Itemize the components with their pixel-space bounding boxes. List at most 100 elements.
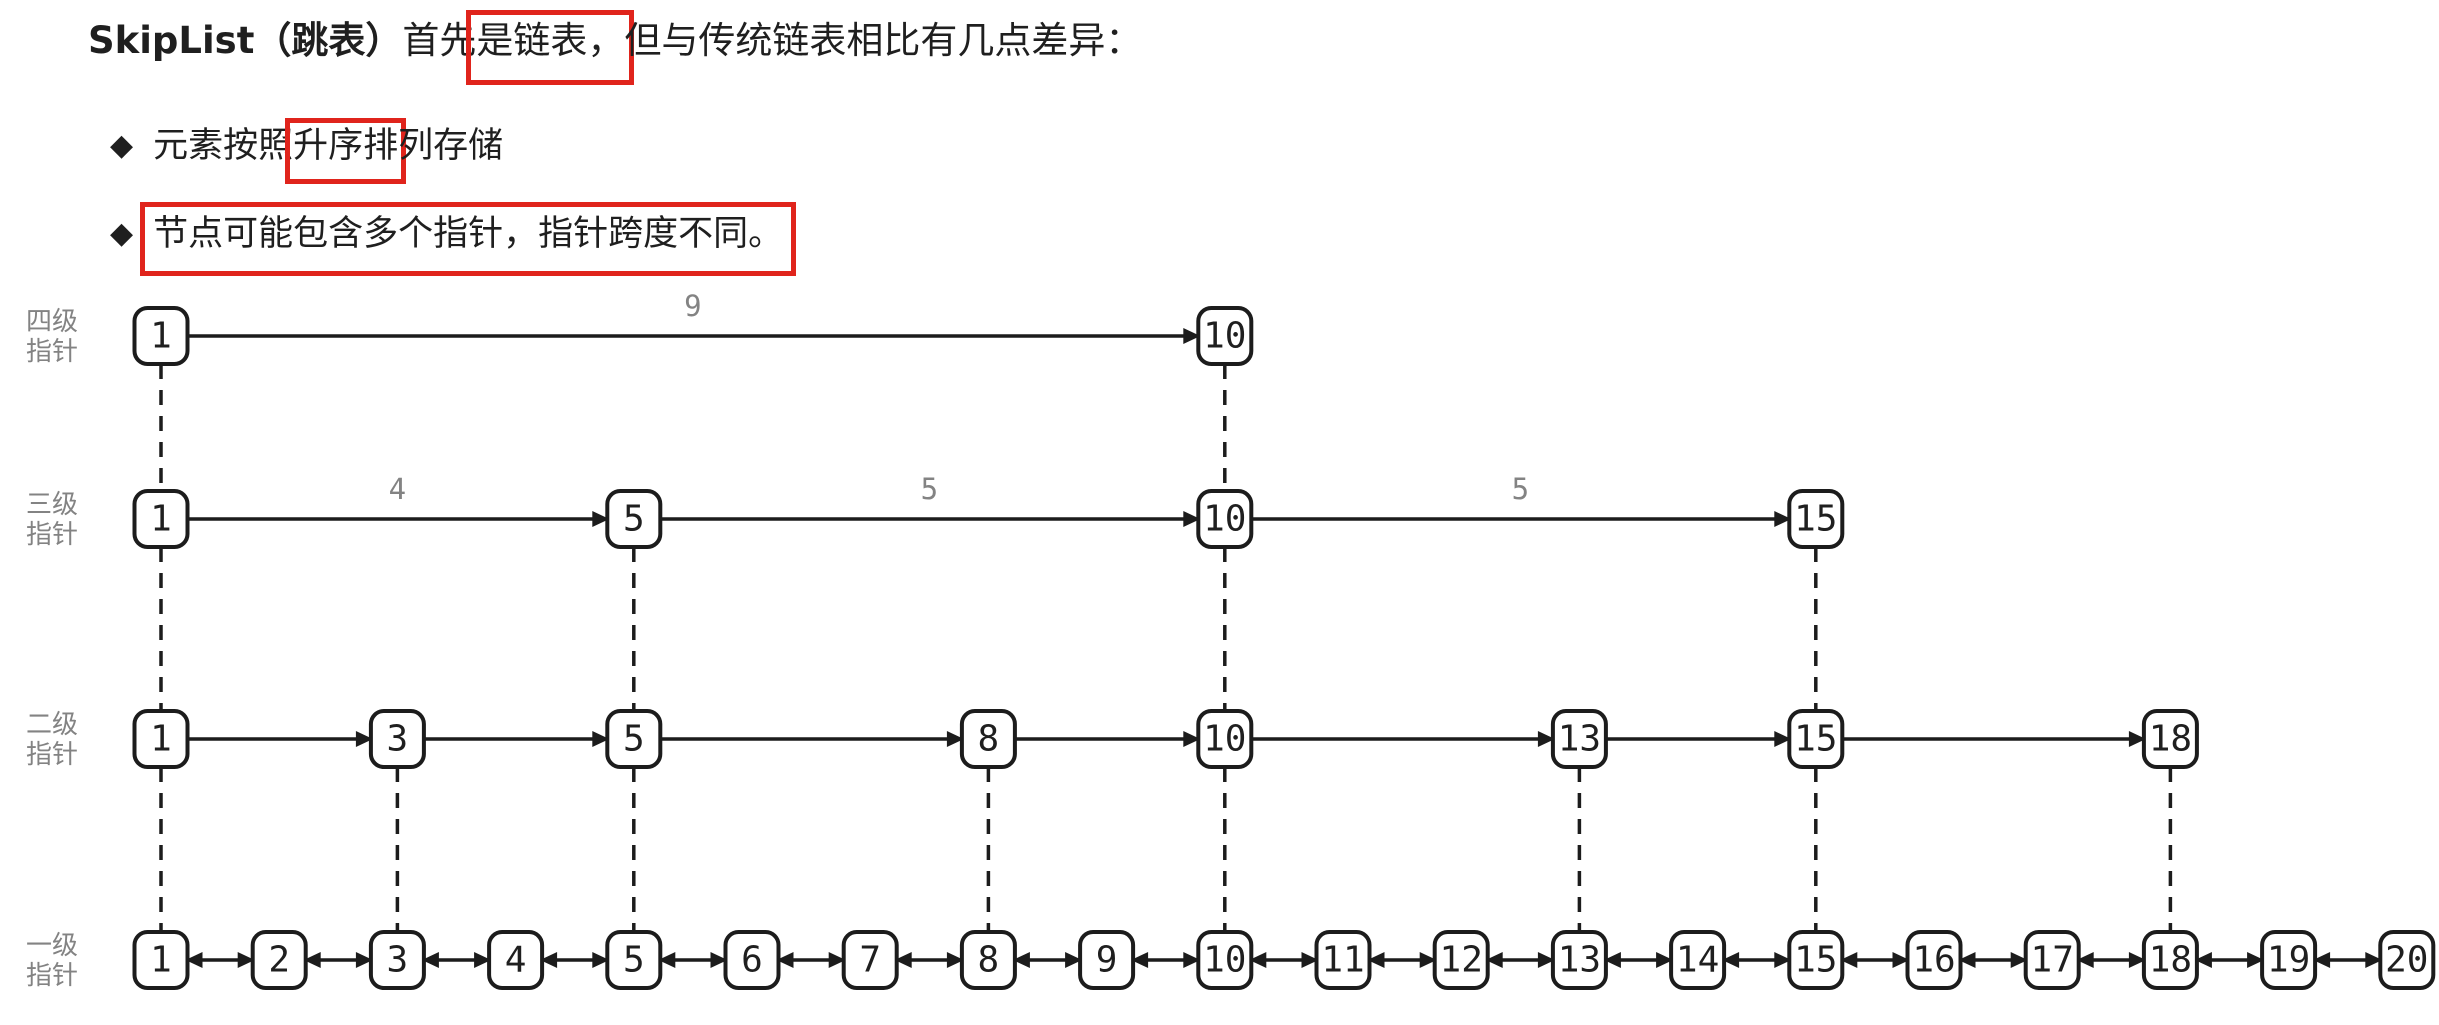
- level-1-node-box-16: [1905, 930, 1963, 990]
- level-3-span-label: 4: [389, 472, 406, 506]
- level-1-node-box-13: [1550, 930, 1608, 990]
- arrowhead-left-icon: [1603, 952, 1621, 968]
- arrowhead-right-icon: [946, 731, 964, 747]
- level-1-node-value-3: 3: [387, 940, 409, 981]
- bullet-multi-pointers: ◆ 节点可能包含多个指针，指针跨度不同。: [110, 202, 797, 276]
- arrowhead-left-icon: [2194, 952, 2212, 968]
- level-1-node-value-13: 13: [1558, 940, 1601, 981]
- level-1-node-value-16: 16: [1912, 940, 1955, 981]
- level-1-node-box-8: [959, 930, 1017, 990]
- red-annotation-box-ascending: 升序排: [285, 118, 407, 184]
- arrowhead-right-icon: [828, 952, 846, 968]
- arrowhead-left-icon: [1722, 952, 1740, 968]
- level-1-node-value-10: 10: [1203, 940, 1246, 981]
- level-1-node-box-19: [2260, 930, 2318, 990]
- bullet1-boxed-text: 升序排: [293, 126, 399, 166]
- level-1-node-box-17: [2023, 930, 2081, 990]
- arrowhead-right-icon: [710, 952, 728, 968]
- arrowhead-left-icon: [1485, 952, 1503, 968]
- diamond-bullet-icon: ◆: [110, 128, 134, 163]
- level-2-node-box-10: [1196, 709, 1254, 769]
- level-1-node-box-6: [723, 930, 781, 990]
- level-1-node-box-12: [1432, 930, 1490, 990]
- level-2-node-box-13: [1550, 709, 1608, 769]
- level-2-node-value-5: 5: [623, 719, 645, 760]
- level-1-node-value-2: 2: [268, 940, 290, 981]
- level-1-node-value-12: 12: [1440, 940, 1483, 981]
- level-2-node-box-8: [959, 709, 1017, 769]
- arrowhead-right-icon: [2128, 731, 2146, 747]
- level-1-node-value-17: 17: [2031, 940, 2074, 981]
- arrowhead-left-icon: [1958, 952, 1976, 968]
- arrowhead-left-icon: [540, 952, 558, 968]
- arrowhead-right-icon: [2247, 952, 2265, 968]
- level-1-node-value-5: 5: [623, 940, 645, 981]
- level-3-span-label: 5: [921, 472, 938, 506]
- level-1-node-value-6: 6: [741, 940, 763, 981]
- level-1-node-value-8: 8: [978, 940, 1000, 981]
- red-annotation-box-pointers: 节点可能包含多个指针，指针跨度不同。: [140, 202, 797, 276]
- level-1-node-box-11: [1314, 930, 1372, 990]
- arrowhead-right-icon: [355, 952, 373, 968]
- level-1-node-value-7: 7: [859, 940, 881, 981]
- arrowhead-right-icon: [592, 731, 610, 747]
- arrowhead-left-icon: [1131, 952, 1149, 968]
- arrowhead-right-icon: [1774, 731, 1792, 747]
- level-1-node-value-1: 1: [150, 940, 172, 981]
- level-3-node-value-5: 5: [623, 499, 645, 540]
- arrowhead-left-icon: [894, 952, 912, 968]
- arrowhead-right-icon: [1183, 731, 1201, 747]
- arrowhead-right-icon: [2128, 952, 2146, 968]
- level-2-node-value-1: 1: [150, 719, 172, 760]
- arrowhead-right-icon: [1419, 952, 1437, 968]
- level-3-node-value-10: 10: [1203, 499, 1246, 540]
- arrowhead-right-icon: [1774, 952, 1792, 968]
- bullet1-pre-text: 元素按照: [153, 126, 294, 166]
- diamond-bullet-icon: ◆: [110, 216, 134, 251]
- level-3-node-box-5: [605, 489, 663, 549]
- level-3-node-box-10: [1196, 489, 1254, 549]
- arrowhead-right-icon: [474, 952, 492, 968]
- level-1-node-box-14: [1669, 930, 1727, 990]
- arrowhead-right-icon: [2010, 952, 2028, 968]
- level-2-node-value-18: 18: [2149, 719, 2192, 760]
- bullet1-post-text: 列存储: [398, 126, 504, 166]
- arrowhead-right-icon: [1183, 511, 1201, 527]
- arrowhead-right-icon: [946, 952, 964, 968]
- level-1-node-box-3: [368, 930, 426, 990]
- level-3-span-label: 5: [1512, 472, 1529, 506]
- level-3-label: 三级指针: [26, 490, 78, 550]
- arrowhead-left-icon: [776, 952, 794, 968]
- arrowhead-right-icon: [1065, 952, 1083, 968]
- level-4-node-box-1: [132, 306, 190, 366]
- level-4-node-value-1: 1: [150, 316, 172, 357]
- level-1-node-value-4: 4: [505, 940, 527, 981]
- level-1-node-box-18: [2141, 930, 2199, 990]
- bullet2-boxed-text: 节点可能包含多个指针，指针跨度不同。: [153, 214, 784, 254]
- arrowhead-right-icon: [592, 511, 610, 527]
- level-1-node-value-11: 11: [1321, 940, 1364, 981]
- level-1-node-box-4: [487, 930, 545, 990]
- arrowhead-left-icon: [1840, 952, 1858, 968]
- level-2-node-box-1: [132, 709, 190, 769]
- level-1-node-box-7: [841, 930, 899, 990]
- level-3-node-value-1: 1: [150, 499, 172, 540]
- level-1-node-value-20: 20: [2385, 940, 2428, 981]
- arrowhead-left-icon: [658, 952, 676, 968]
- level-2-node-box-5: [605, 709, 663, 769]
- level-2-node-value-3: 3: [387, 719, 409, 760]
- level-2-node-value-13: 13: [1558, 719, 1601, 760]
- arrowhead-left-icon: [185, 952, 203, 968]
- level-1-label: 一级指针: [26, 931, 78, 991]
- level-1-node-value-14: 14: [1676, 940, 1719, 981]
- level-2-node-box-18: [2141, 709, 2199, 769]
- arrowhead-right-icon: [1537, 731, 1555, 747]
- level-4-node-value-10: 10: [1203, 316, 1246, 357]
- title-post-text: 但与传统链表相比有几点差异：: [624, 19, 1143, 62]
- arrowhead-right-icon: [1537, 952, 1555, 968]
- level-2-node-value-8: 8: [978, 719, 1000, 760]
- level-1-node-box-5: [605, 930, 663, 990]
- arrowhead-right-icon: [1774, 511, 1792, 527]
- level-1-node-value-18: 18: [2149, 940, 2192, 981]
